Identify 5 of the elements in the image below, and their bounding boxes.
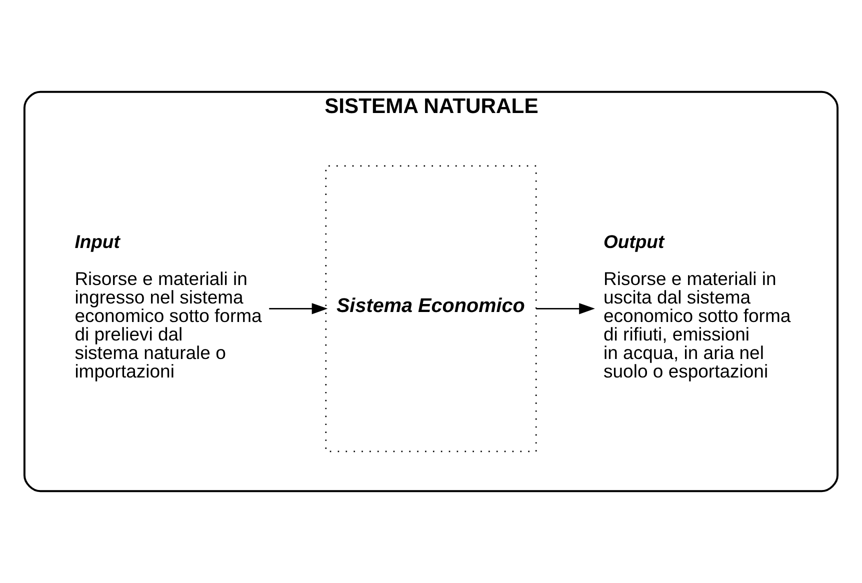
arrow bbox=[269, 303, 328, 314]
node-box: Sistema Economico bbox=[325, 165, 537, 452]
arrow bbox=[536, 303, 595, 314]
node-text: Output Risorse e materiali in uscita dal sistema economico sotto forma di rifiuti, emissioni in acqua, in aria nel suolo o esportazioni bbox=[604, 231, 791, 382]
node-text: Input Risorse e materiali in ingresso nel sistema economico sotto forma di prelievi dal sistema naturale o importazioni bbox=[74, 231, 262, 382]
